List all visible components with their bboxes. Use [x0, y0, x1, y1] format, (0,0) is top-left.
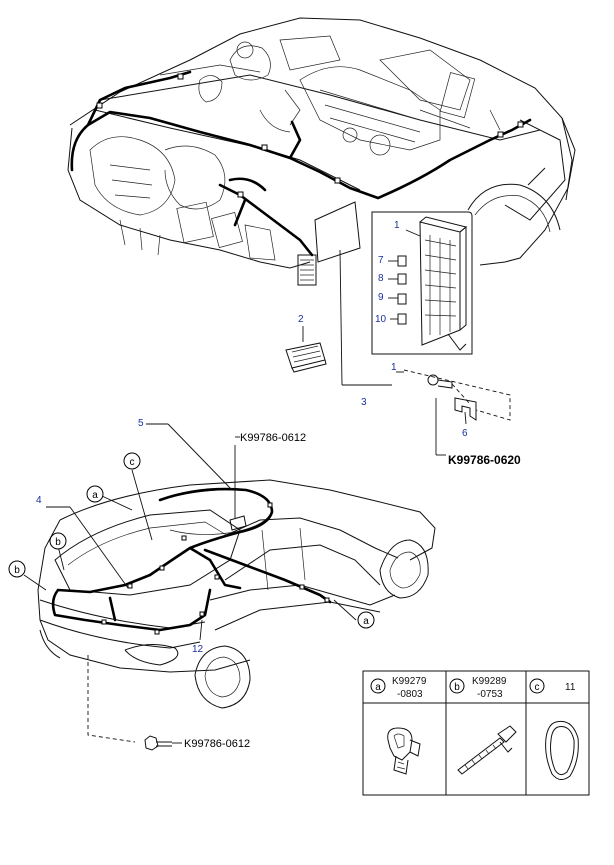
svg-text:b: b [454, 682, 460, 693]
rear-harness-clips [101, 502, 330, 635]
rear-harness [51, 487, 332, 632]
connector-block-2 [285, 342, 327, 373]
engine-bay-illustration [67, 17, 576, 386]
callout-3: 3 [361, 397, 367, 408]
callout-1-box: 1 [394, 220, 400, 231]
part-number-bottom-left: K99786-0612 [184, 738, 250, 750]
grommet [229, 515, 247, 531]
junction-box-inset [371, 211, 473, 355]
svg-text:c: c [130, 457, 135, 468]
legend-b-line1: K99289 [472, 676, 507, 687]
circle-letter-b-left: b [49, 532, 67, 550]
cable-tie-b-icon [457, 725, 517, 775]
circle-letter-c: c [123, 452, 141, 470]
car-body-rear-illustration [37, 479, 436, 709]
harness-clips [96, 73, 524, 198]
callout-12: 12 [192, 644, 204, 655]
callout-7: 7 [378, 255, 384, 266]
circle-letter-a-right: a [357, 611, 375, 629]
bottom-bolt [144, 735, 172, 751]
svg-text:b: b [14, 565, 20, 576]
svg-text:c: c [535, 682, 540, 693]
loop-c-icon [545, 720, 579, 780]
callout-2: 2 [298, 314, 304, 325]
legend-table: a K99279 -0803 b K99289 -0753 c 11 [362, 670, 590, 796]
callout-4: 4 [36, 495, 42, 506]
legend-col-b-header: b K99289 -0753 [449, 676, 507, 700]
legend-b-line2: -0753 [477, 689, 503, 700]
bracket-and-bolt [403, 369, 511, 456]
callout-10: 10 [375, 314, 387, 325]
svg-text:a: a [92, 490, 98, 501]
circle-letter-a-top: a [86, 485, 104, 503]
callout-1-bottom: 1 [391, 362, 397, 373]
legend-col-c-header: c 11 [529, 678, 576, 694]
svg-text:b: b [55, 537, 61, 548]
legend-col-a-header: a K99279 -0803 [370, 676, 427, 700]
part-number-top-center: K99786-0612 [240, 432, 306, 444]
svg-text:a: a [375, 682, 381, 693]
callout-8: 8 [378, 273, 384, 284]
callout-5: 5 [138, 418, 144, 429]
legend-a-line1: K99279 [392, 676, 427, 687]
legend-c-label: 11 [565, 682, 576, 693]
clip-a-icon [387, 727, 421, 775]
part-number-right-bold: K99786-0620 [448, 453, 521, 467]
svg-text:a: a [363, 616, 369, 627]
engine-harness [70, 70, 532, 257]
callout-9: 9 [378, 292, 384, 303]
circle-letter-b-far: b [8, 560, 26, 578]
callout-6: 6 [462, 428, 468, 439]
legend-a-line2: -0803 [397, 689, 423, 700]
